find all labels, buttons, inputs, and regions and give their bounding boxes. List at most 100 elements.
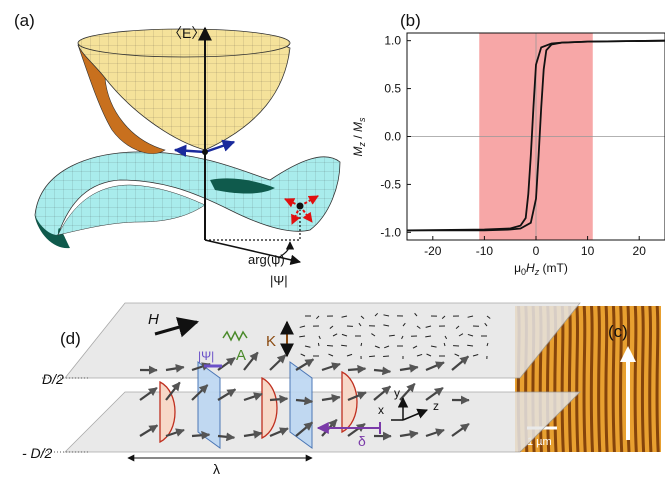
flux-arrow [484, 322, 488, 327]
flux-arrow [443, 342, 446, 347]
flux-arrow [416, 325, 421, 329]
spin-arrow [295, 421, 314, 437]
spin-arrow [191, 430, 211, 440]
flux-closure-arrows [299, 312, 491, 360]
arg-arc [277, 241, 295, 259]
coordinate-axes: y z x [378, 386, 439, 421]
spin-arrow [425, 361, 445, 372]
flux-arrow [304, 345, 311, 348]
flux-arrow [388, 334, 395, 337]
stripe [611, 306, 616, 452]
spin-arrow [347, 422, 366, 437]
flux-arrow [425, 335, 432, 338]
flux-arrow [472, 354, 479, 357]
flux-arrow [426, 353, 432, 357]
flux-arrow [341, 344, 348, 347]
flux-arrow [360, 315, 365, 319]
flux-arrow [341, 315, 348, 318]
spin-arrow [451, 355, 470, 371]
flux-arrow [328, 353, 334, 357]
spin-arrow [243, 351, 259, 371]
stripe [582, 306, 587, 452]
flux-arrow [299, 325, 306, 328]
field-label: H [148, 311, 159, 328]
magnitude-axis [204, 239, 302, 265]
spin-arrow [451, 422, 470, 437]
spin-arrow [321, 362, 341, 372]
top-label: D/2 [42, 371, 64, 387]
flux-arrow [467, 333, 474, 337]
flux-arrow [384, 345, 390, 349]
flux-arrow [341, 333, 348, 337]
stripe [560, 306, 565, 452]
flux-arrow [486, 342, 489, 347]
flux-arrow [383, 324, 390, 327]
spin-arrow [373, 385, 392, 401]
spin-arrow [347, 391, 367, 402]
profile-2 [261, 376, 278, 440]
inner-face-left [35, 215, 70, 249]
flux-arrow [299, 335, 306, 338]
bottom-label: - D/2 [22, 445, 53, 461]
flux-arrow [486, 315, 491, 319]
wall-1 [197, 361, 221, 449]
flux-arrow [316, 315, 320, 320]
spin-arrow [295, 396, 314, 406]
axis-z: z [433, 399, 439, 413]
spin-arrow [217, 388, 237, 401]
spin-arrow [321, 394, 341, 403]
delta-label: δ [358, 433, 366, 449]
profile-1 [159, 380, 176, 444]
x-axis-title: μ0Hz (mT) [514, 261, 568, 277]
panel-a-label: (a) [14, 11, 35, 30]
flux-arrow [329, 325, 334, 329]
axis-y: y [394, 386, 400, 400]
spin-arrow [295, 358, 315, 371]
cut-face [77, 44, 166, 154]
spin-arrow [217, 356, 236, 371]
flux-arrow [425, 325, 432, 328]
flux-arrow [318, 335, 321, 340]
spin-arrow [165, 381, 181, 401]
spin-arrow [399, 364, 419, 373]
panel-c-label: (c) [608, 322, 628, 341]
flux-arrow [416, 353, 423, 357]
top-sheet [64, 302, 581, 379]
x-tick-label: 20 [633, 244, 647, 258]
stripe [619, 306, 624, 452]
spin-arrow [425, 386, 444, 401]
spin-arrow [373, 366, 392, 376]
magnetization-arrow-head [620, 346, 636, 362]
spin-arrow [269, 394, 289, 404]
flux-arrow [402, 322, 406, 327]
flux-arrow [458, 333, 464, 337]
y-tick-label: -1.0 [380, 225, 401, 239]
flux-arrow [444, 335, 448, 340]
red-arrows [284, 195, 319, 225]
exchange-label: A [236, 347, 246, 364]
blue-arrows [173, 139, 236, 157]
stripe [633, 306, 638, 452]
panel-b-label: (b) [400, 11, 421, 30]
x-tick-label: 10 [581, 244, 595, 258]
flux-arrow [374, 345, 380, 349]
spin-arrow [139, 386, 158, 401]
anisotropy-label: K [266, 333, 276, 350]
y-tick-label: 0.5 [384, 82, 401, 96]
stripe [575, 306, 580, 452]
flux-arrow [467, 315, 474, 318]
magnitude-axis-label: |Ψ| [270, 273, 288, 288]
flux-arrow [430, 345, 437, 348]
flux-arrow [346, 353, 353, 357]
exchange-spring [222, 330, 248, 342]
x-tick-label: 0 [533, 244, 540, 258]
flux-arrow [360, 342, 363, 347]
spin-arrow [269, 354, 287, 371]
flux-arrow [332, 333, 338, 337]
panel-d-label: (d) [60, 329, 81, 348]
flux-arrow [383, 355, 390, 358]
spin-arrow [243, 430, 263, 439]
flux-arrow [371, 333, 376, 337]
